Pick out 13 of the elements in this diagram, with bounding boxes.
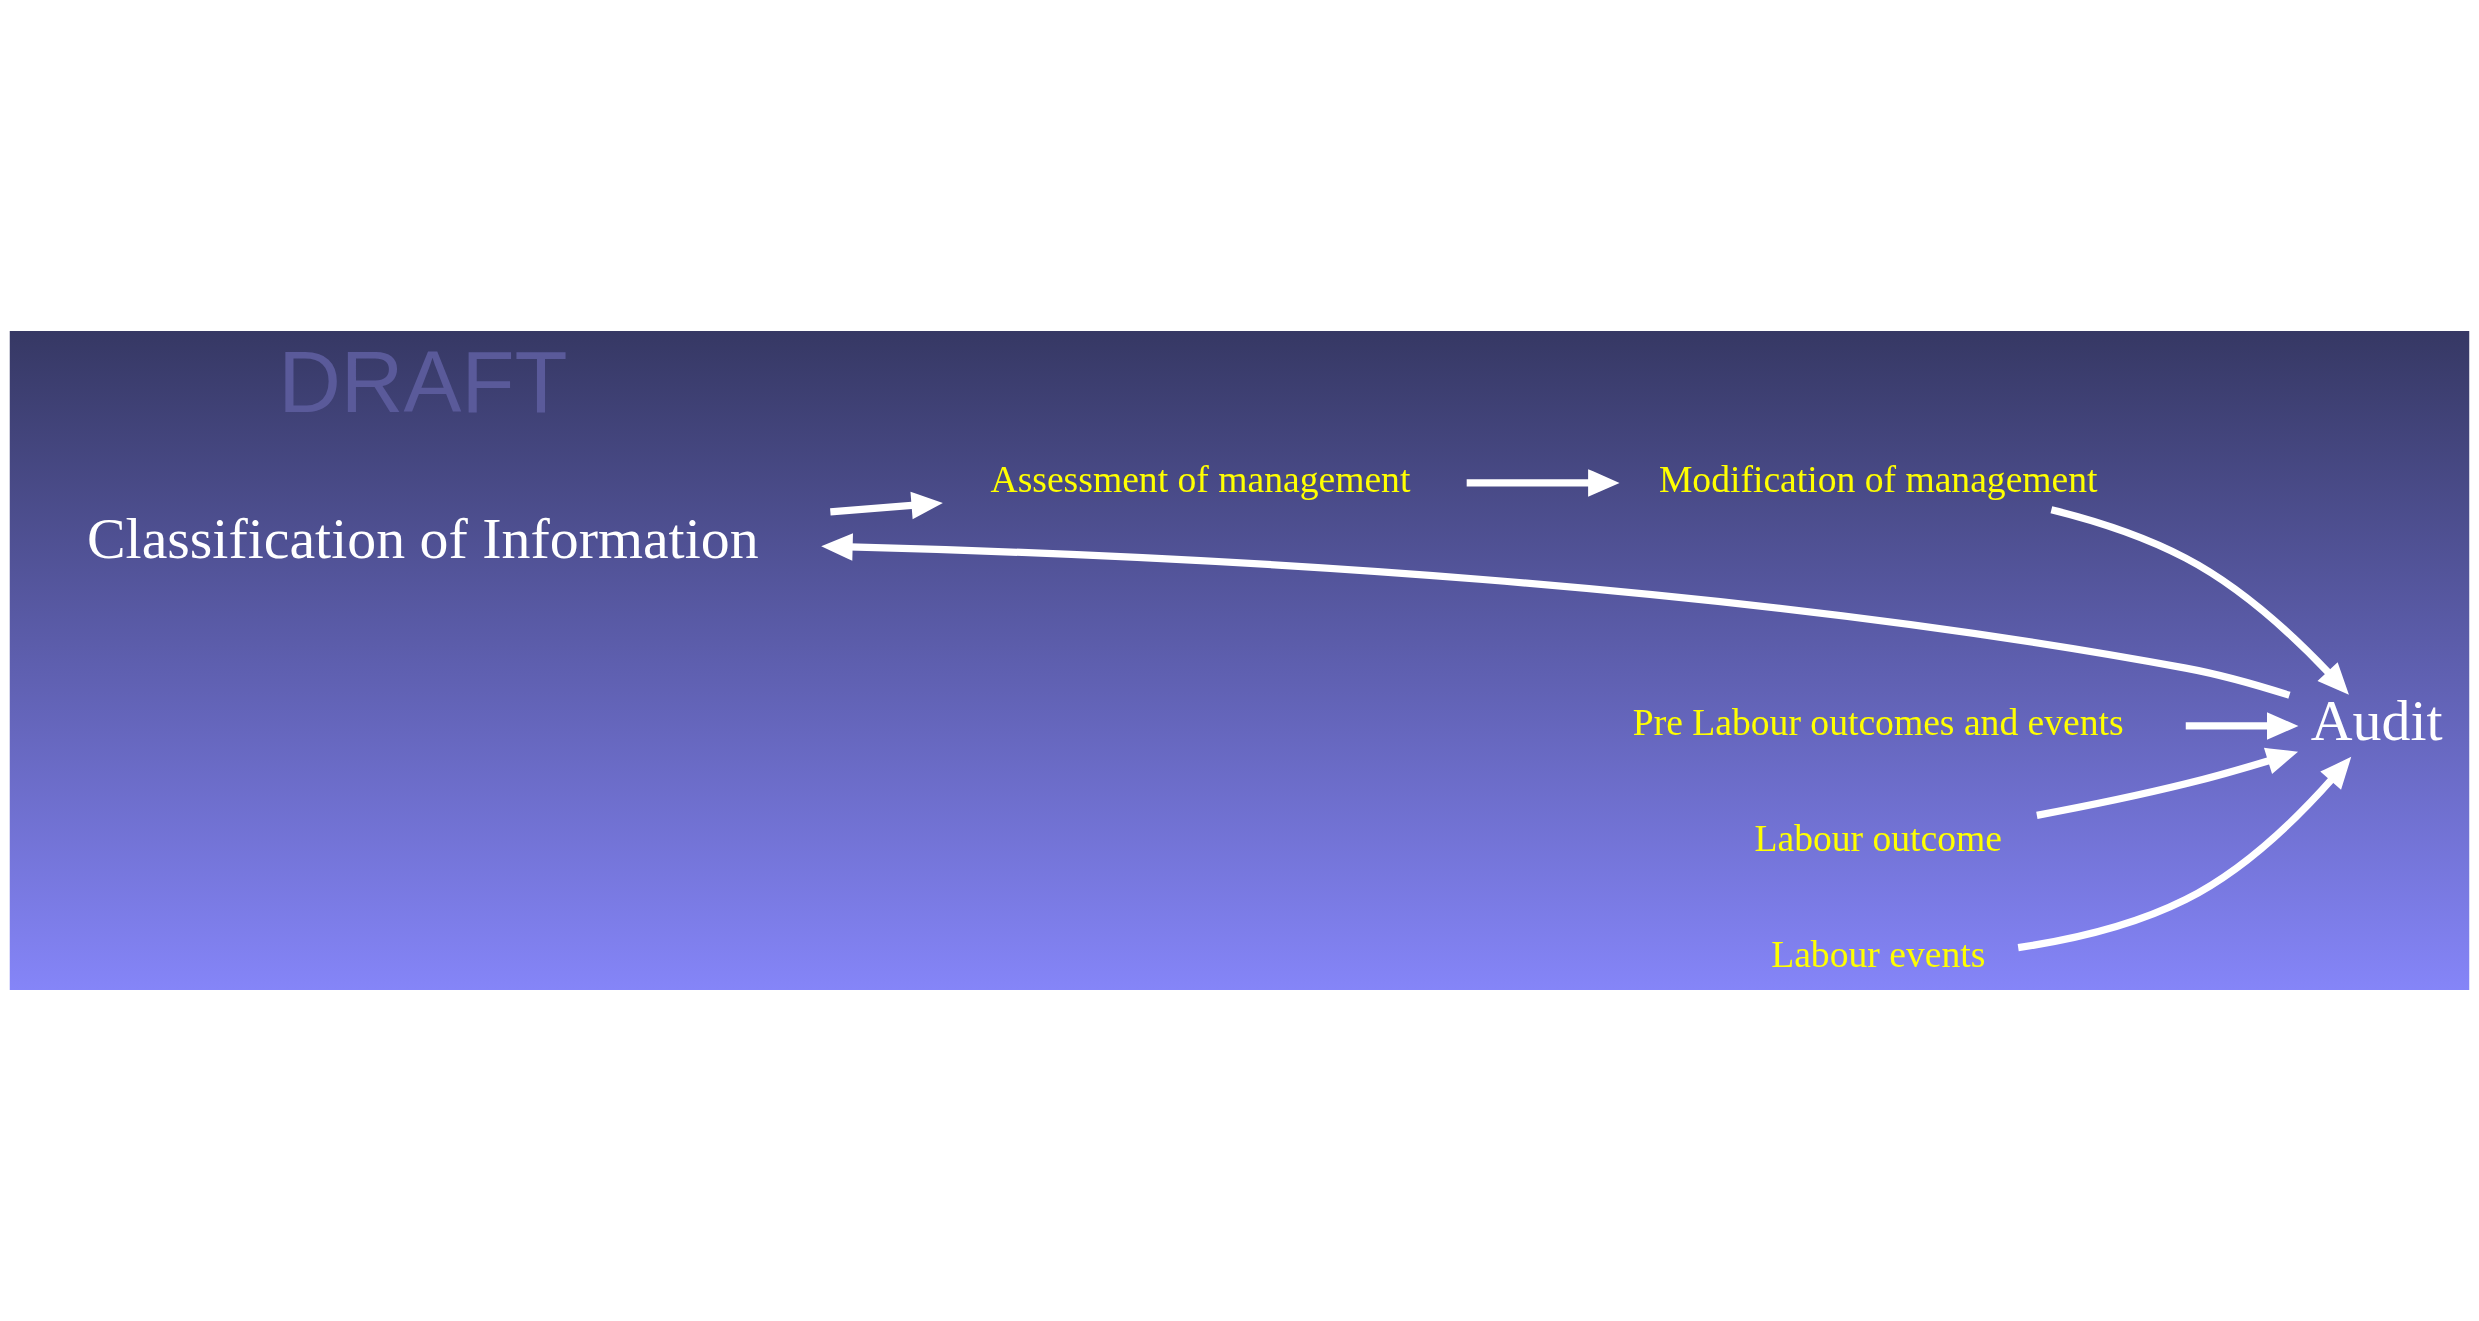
node-text: Labour outcome	[1754, 816, 2002, 859]
arrow	[2017, 756, 2352, 952]
node-text: Pre Labour outcomes and events	[1632, 701, 2124, 744]
node-text: Modification of management	[1658, 458, 2098, 501]
arrow	[1466, 469, 1620, 497]
node-text: Labour events	[1771, 932, 1986, 975]
arrow	[2185, 712, 2299, 740]
arrow	[2050, 506, 2349, 695]
node-text: Classification of Information	[86, 506, 759, 572]
arrow	[821, 533, 2291, 699]
arrow	[2036, 747, 2299, 819]
node-text: Assessment of management	[990, 458, 1411, 501]
node-text: Audit	[2310, 688, 2443, 754]
